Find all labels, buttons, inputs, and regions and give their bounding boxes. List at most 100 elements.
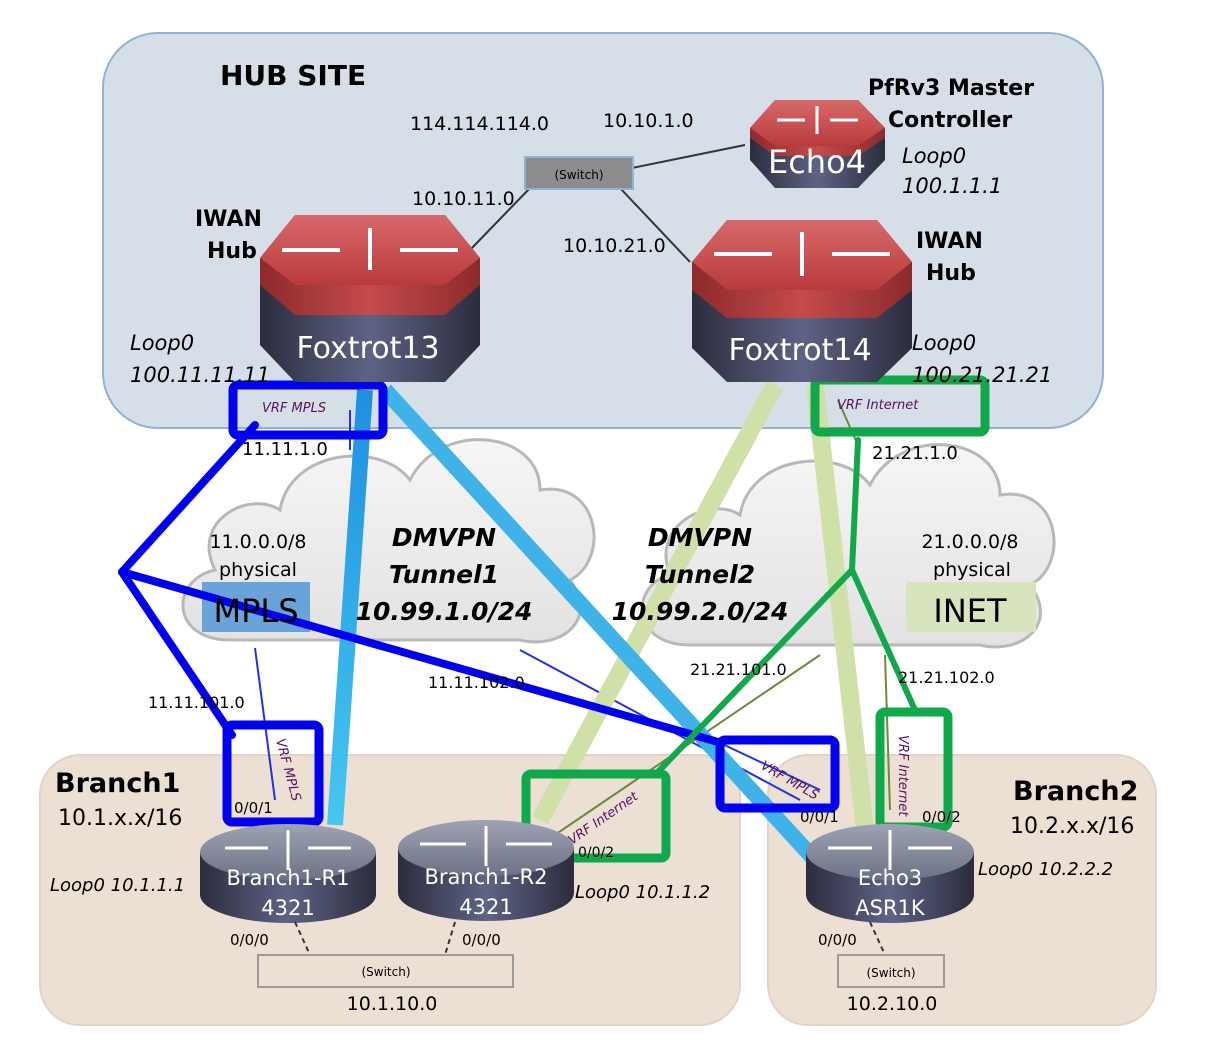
router-arrows-icon (828, 830, 952, 870)
echo4-router[interactable] (750, 100, 885, 188)
foxtrot14-loop-ip: 100.21.21.21 (912, 363, 1052, 387)
branch1-r2-wan-if: 0/0/2 (578, 845, 614, 861)
branch2-title: Branch2 (1013, 776, 1138, 807)
foxtrot14-wan-subnet: 21.21.1.0 (872, 443, 958, 464)
link-subnet-label: 11.11.102.0 (428, 673, 525, 692)
branch2-switch[interactable] (837, 954, 945, 988)
switch-label: (Switch) (554, 168, 603, 182)
foxtrot13-vrf-label: VRF MPLS (262, 401, 326, 416)
router-arrows-icon (777, 106, 858, 134)
tunnel1-line1: DMVPN (392, 523, 496, 552)
branch1-switch[interactable] (257, 954, 514, 988)
branch1-title: Branch1 (55, 768, 180, 799)
inet-name: INET (933, 592, 1007, 630)
link-switch-foxtrot13 (469, 187, 531, 251)
echo3-loop: Loop0 10.2.2.2 (978, 859, 1113, 880)
link-switch-echo4 (631, 144, 746, 169)
tunnel2-line2: Tunnel2 (645, 560, 755, 589)
echo3-wan-if1: 0/0/1 (800, 808, 839, 826)
branch1-r1-router[interactable] (200, 824, 376, 923)
vrf-internet-box-branch1[interactable] (521, 769, 671, 863)
foxtrot13-loop-ip: 100.11.11.11 (130, 363, 270, 387)
vrf-mpls-path (118, 421, 722, 746)
link-subnet-label: 11.11.101.0 (148, 693, 245, 712)
echo3-name: Echo3 (858, 866, 922, 890)
link-r2-switch (444, 921, 456, 956)
branch2-prefix: 10.2.x.x/16 (1010, 814, 1134, 839)
router-arrows-icon (225, 830, 351, 870)
branch1-r1-model: 4321 (261, 896, 314, 920)
inet-kind: physical (933, 559, 1011, 581)
tunnel1-line3: 10.99.1.0/24 (356, 597, 533, 626)
echo4-role-line2: Controller (888, 108, 1012, 133)
foxtrot14-role-line2: Hub (926, 261, 976, 286)
echo3-vrf-inet-label: VRF Internet (895, 735, 910, 817)
inet-label-box (906, 582, 1036, 632)
branch1-r1-loop: Loop0 10.1.1.1 (50, 875, 185, 896)
branch1-r2-model: 4321 (459, 895, 512, 919)
hub-switch[interactable] (524, 156, 634, 190)
branch1-r1-lan-if: 0/0/0 (230, 931, 269, 949)
vrf-internet-path (652, 437, 918, 778)
branch1-area (39, 754, 741, 1026)
foxtrot13-role-line1: IWAN (195, 207, 262, 232)
branch1-switch-label: (Switch) (361, 965, 410, 979)
echo3-model: ASR1K (855, 896, 926, 920)
branch1-r2-router[interactable] (398, 820, 574, 921)
branch1-r2-loop: Loop0 10.1.1.2 (575, 882, 710, 903)
tunnel1-to-branch2 (379, 384, 821, 866)
link-subnet-label: 21.21.102.0 (898, 668, 995, 687)
branch1-r1-wan-if: 0/0/1 (234, 799, 273, 817)
foxtrot13-role-line2: Hub (207, 239, 257, 264)
vrf-mpls-line-b2 (717, 741, 821, 791)
tunnel2-line3: 10.99.2.0/24 (612, 597, 789, 626)
foxtrot14-loop-label: Loop0 (912, 331, 976, 355)
tunnel1-to-branch1 (327, 389, 373, 826)
router-arrows-icon (714, 232, 890, 276)
foxtrot13-router[interactable] (260, 215, 480, 382)
foxtrot14-router[interactable] (692, 220, 912, 382)
mpls-kind: physical (219, 559, 297, 581)
subnet-label: 114.114.114.0 (410, 113, 549, 135)
foxtrot13-wan-subnet: 11.11.1.0 (242, 439, 328, 460)
link-switch-foxtrot14 (619, 187, 691, 263)
subnet-label: 10.10.11.0 (412, 188, 515, 210)
vrf-mpls-box-foxtrot13[interactable] (228, 380, 388, 440)
subnet-label: 10.10.21.0 (563, 235, 666, 257)
link-subnet-label: 21.21.101.0 (690, 660, 787, 679)
foxtrot14-role-line1: IWAN (916, 229, 983, 254)
echo3-lan-if: 0/0/0 (818, 931, 857, 949)
echo4-loop-ip: 100.1.1.1 (902, 174, 1002, 198)
foxtrot13-loop-label: Loop0 (130, 331, 194, 355)
subnet-label: 10.10.1.0 (603, 110, 694, 132)
branch1-r2-name: Branch1-R2 (425, 865, 548, 889)
tunnel2-to-branch1 (532, 380, 783, 825)
tunnel2-line1: DMVPN (648, 523, 752, 552)
branch1-prefix: 10.1.x.x/16 (58, 806, 182, 831)
branch1-r2-lan-if: 0/0/0 (462, 931, 501, 949)
link-echo3-switch (869, 921, 886, 956)
vrf-mpls-box-branch2[interactable] (715, 735, 840, 813)
branch2-switch-label: (Switch) (866, 966, 915, 980)
foxtrot13-name: Foxtrot13 (296, 331, 439, 366)
branch2-lan-subnet: 10.2.10.0 (847, 993, 938, 1015)
router-arrows-icon (420, 826, 552, 866)
hub-site-title: HUB SITE (220, 59, 366, 92)
tunnel1-line2: Tunnel1 (389, 560, 499, 589)
mpls-name: MPLS (213, 592, 298, 630)
mpls-prefix: 11.0.0.0/8 (209, 531, 306, 553)
echo3-router[interactable] (806, 824, 974, 923)
foxtrot14-name: Foxtrot14 (728, 333, 871, 368)
branch1-r1-name: Branch1-R1 (227, 866, 350, 890)
inet-prefix: 21.0.0.0/8 (921, 531, 1018, 553)
echo4-name: Echo4 (768, 143, 866, 181)
tunnel2-to-branch2 (806, 383, 874, 832)
branch1-lan-subnet: 10.1.10.0 (347, 993, 438, 1015)
vrf-mpls-box-branch1[interactable] (222, 720, 324, 827)
link-r1-switch (294, 921, 311, 956)
echo4-loop-label: Loop0 (902, 144, 966, 168)
foxtrot14-vrf-label: VRF Internet (837, 398, 919, 413)
vrf-internet-box-foxtrot14[interactable] (810, 375, 990, 437)
echo3-wan-if2: 0/0/2 (922, 808, 961, 826)
